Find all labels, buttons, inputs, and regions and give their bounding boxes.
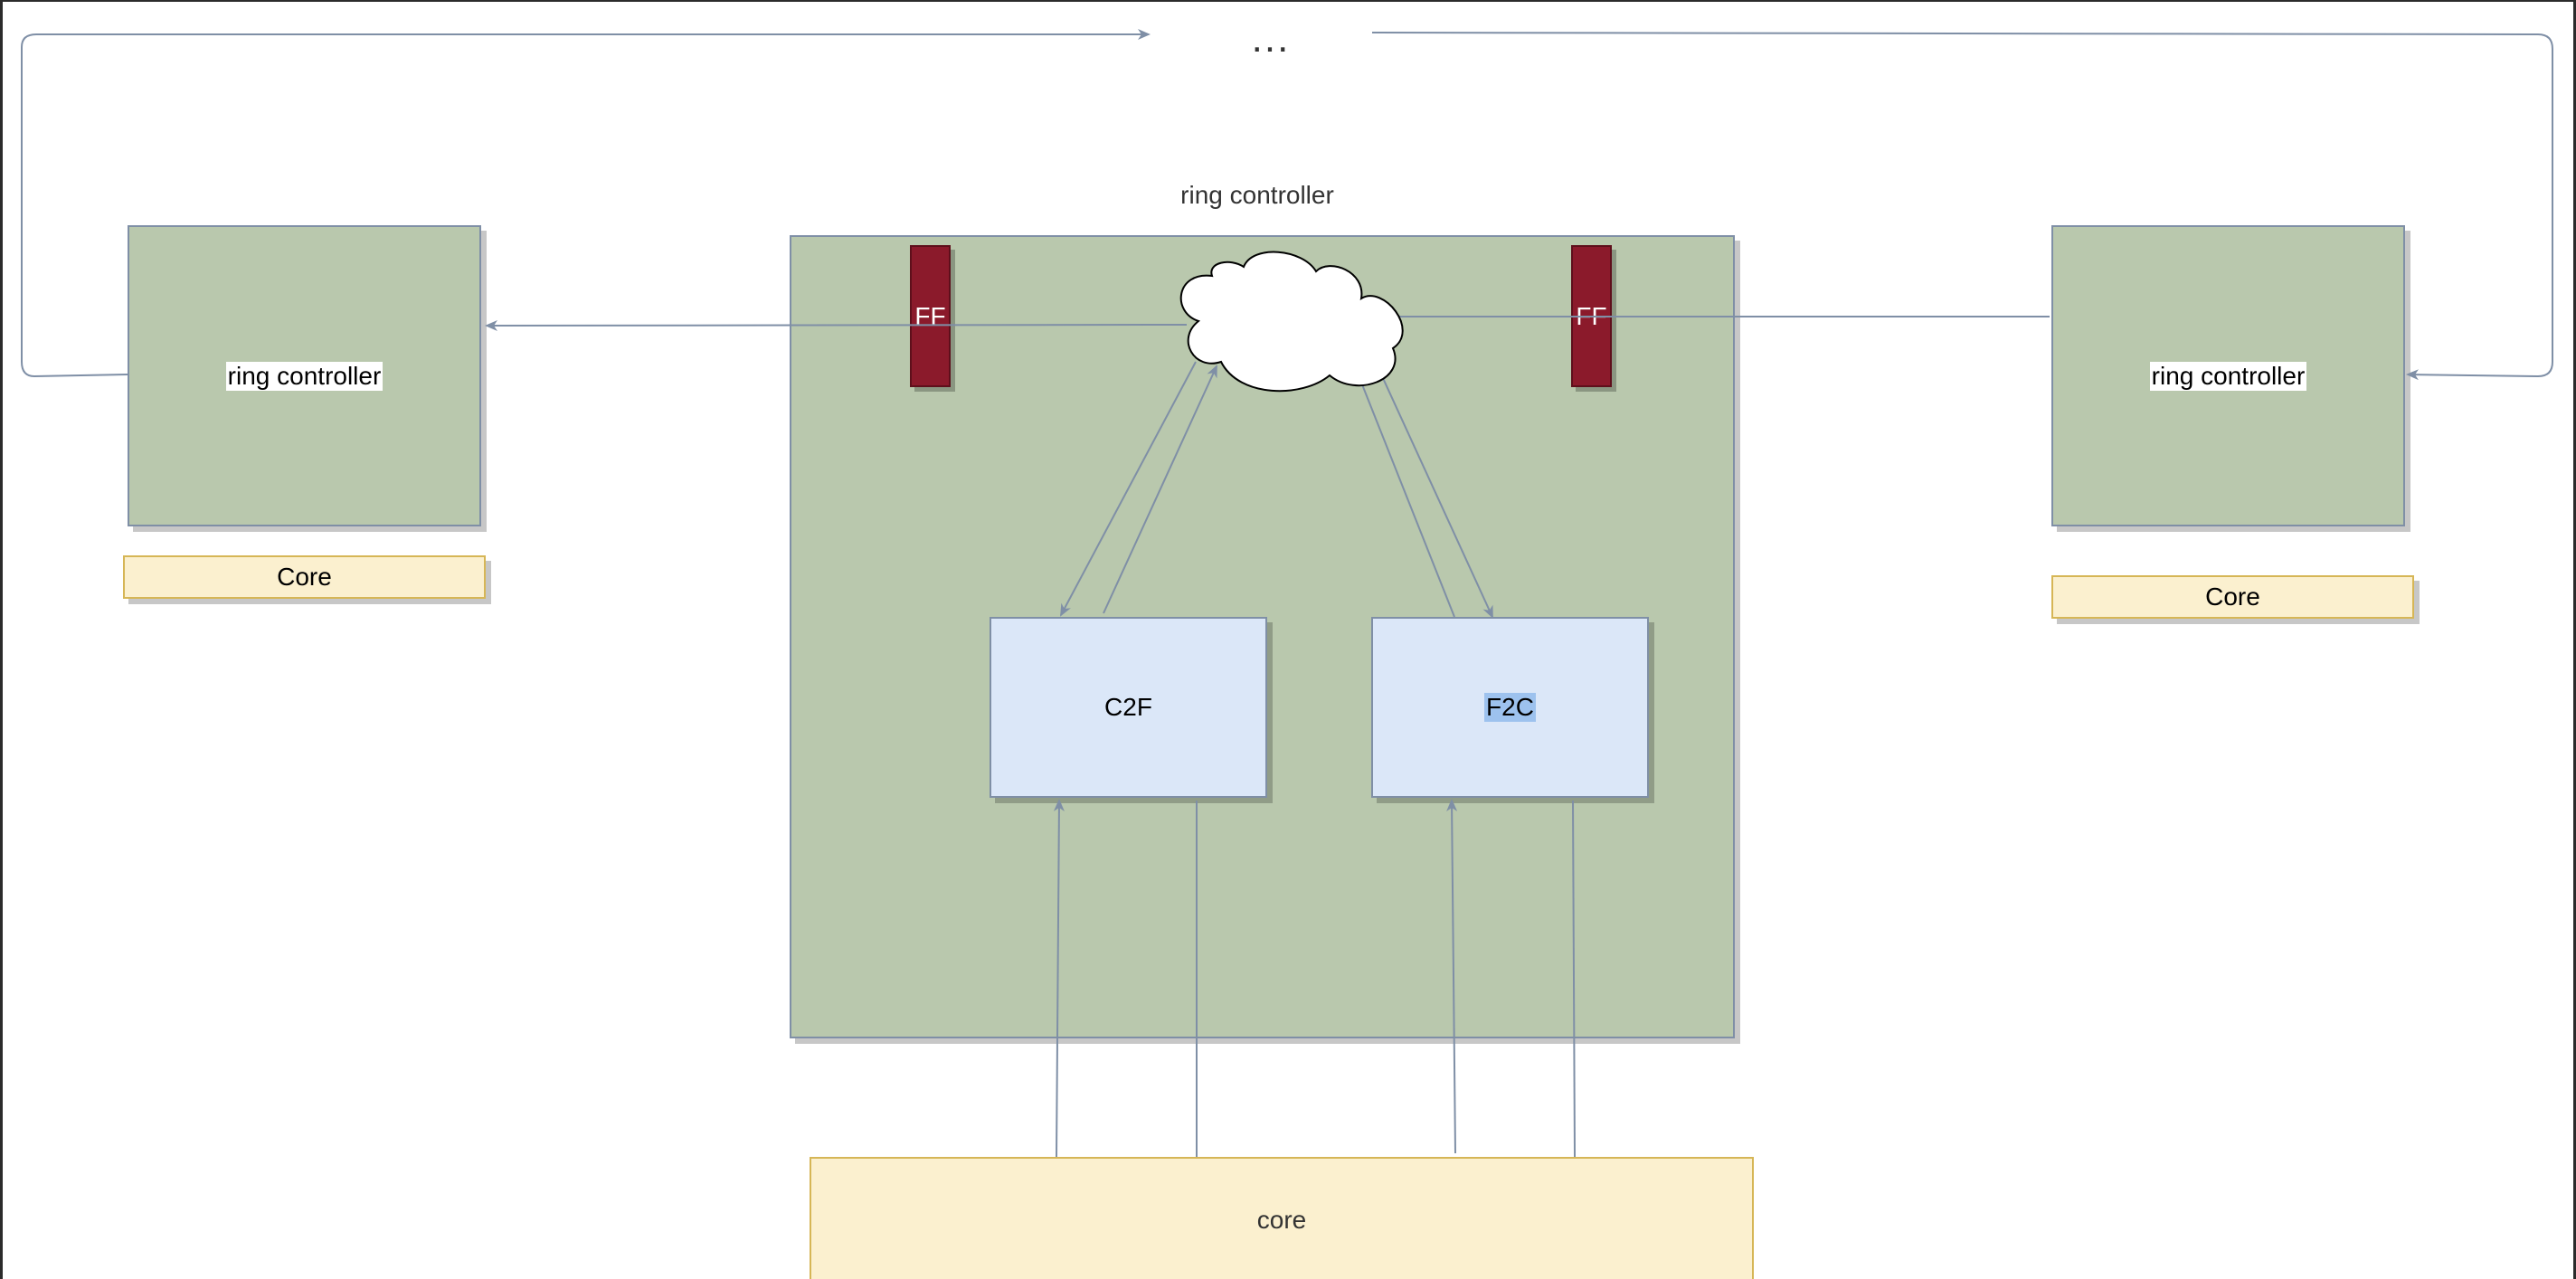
ring-continuation-ellipsis: ... [1251, 16, 1291, 61]
edge-cloud-to-left-controller [485, 319, 1188, 331]
edge-c2f-to-cloud [1103, 365, 1217, 614]
edge-core-to-c2f [1053, 799, 1065, 1158]
ring-edge-right-loop [1371, 32, 2553, 381]
edge-f2c-to-core [1572, 800, 1576, 1158]
left-core-label: Core [277, 563, 332, 591]
right-core[interactable]: Core [2051, 575, 2414, 619]
middle-controller-title: ring controller [1180, 181, 1334, 209]
left-ring-controller[interactable]: ring controller [128, 225, 481, 526]
window-edge-right [2573, 0, 2576, 1279]
bottom-core-label: core [1256, 1206, 1307, 1234]
edge-cloud-to-c2f [1060, 361, 1197, 617]
left-core[interactable]: Core [123, 555, 486, 599]
right-core-label: Core [2205, 583, 2260, 611]
left-ring-controller-label: ring controller [225, 361, 384, 391]
edge-f2c-to-cloud [1353, 365, 1455, 618]
c2f-converter[interactable]: C2F [990, 617, 1267, 798]
ring-edge-left-loop [21, 29, 1151, 378]
right-ring-controller[interactable]: ring controller [2051, 225, 2405, 526]
edge-core-to-f2c [1446, 799, 1458, 1154]
right-ring-controller-label: ring controller [2149, 361, 2307, 391]
edge-cloud-to-f2c [1377, 365, 1493, 619]
f2c-converter[interactable]: F2C [1371, 617, 1649, 798]
window-edge-left [0, 0, 3, 1279]
f2c-label: F2C [1484, 693, 1536, 722]
ff-left-register[interactable]: FF [910, 245, 951, 387]
bottom-core[interactable]: core [810, 1157, 1754, 1279]
interconnect-cloud [1179, 251, 1404, 393]
window-edge-top [0, 0, 2576, 2]
c2f-label: C2F [1104, 693, 1152, 721]
